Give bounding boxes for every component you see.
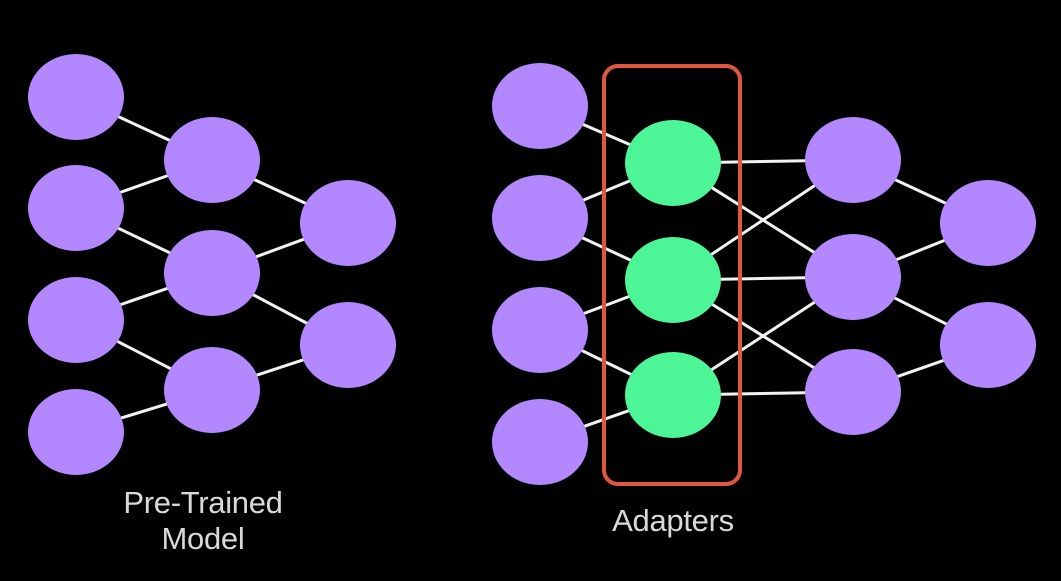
adapters-net-node-0 (492, 287, 588, 373)
pretrained-node-1 (164, 117, 260, 203)
adapters-caption: Adapters (573, 503, 773, 539)
adapter-downstream-edge (895, 239, 946, 261)
pretrained-edge (119, 286, 169, 307)
pretrained-node-1 (164, 347, 260, 433)
nodes-layer (28, 54, 1036, 485)
pretrained-node-0 (28, 277, 124, 363)
adapters-net-node-0 (492, 399, 588, 485)
adapters-net-node-0 (492, 63, 588, 149)
pretrained-caption-line1: Pre-Trained (123, 485, 283, 520)
pretrained-edge (255, 358, 305, 377)
adapters-caption-text: Adapters (612, 503, 734, 538)
adapter-downstream-edge (894, 178, 947, 205)
pretrained-model-caption: Pre-Trained Model (103, 485, 303, 557)
adapters-net-node-0 (492, 175, 588, 261)
adapter-node (625, 120, 721, 206)
adapter-output-edge (710, 300, 816, 372)
pretrained-edge (116, 339, 172, 371)
pretrained-node-2 (300, 302, 396, 388)
adapter-output-edge (719, 159, 807, 164)
pretrained-node-2 (300, 180, 396, 266)
pretrained-node-0 (28, 389, 124, 475)
adapter-node (625, 352, 721, 438)
pretrained-caption-line2: Model (161, 521, 245, 556)
adapters-net-node-2 (805, 349, 901, 435)
pretrained-node-0 (28, 165, 124, 251)
adapters-net-node-3 (940, 302, 1036, 388)
adapters-net-node-2 (805, 234, 901, 320)
pretrained-edge (119, 174, 169, 194)
pretrained-edge (117, 115, 171, 142)
adapter-node (625, 237, 721, 323)
adapter-output-edge (719, 276, 807, 281)
adapter-input-edge (581, 123, 632, 146)
adapter-downstream-edge (893, 296, 948, 326)
adapter-input-edge (582, 295, 631, 315)
adapter-input-edge (581, 236, 632, 262)
pretrained-node-1 (164, 230, 260, 316)
pretrained-edge (116, 226, 172, 255)
pretrained-node-0 (28, 54, 124, 140)
adapter-input-edge (580, 349, 633, 376)
adapter-input-edge (582, 179, 631, 202)
adapter-output-edge (719, 391, 807, 396)
edges-layer (116, 115, 948, 428)
pretrained-edge (254, 237, 306, 259)
adapters-net-node-3 (940, 180, 1036, 266)
pretrained-edge (251, 293, 309, 325)
adapter-output-edge (710, 184, 816, 256)
pretrained-edge (119, 402, 169, 420)
adapter-downstream-edge (896, 359, 945, 378)
pretrained-edge (253, 178, 307, 205)
adapters-net-node-2 (805, 117, 901, 203)
adapter-input-edge (583, 409, 630, 428)
adapter-highlight-box (602, 64, 742, 486)
